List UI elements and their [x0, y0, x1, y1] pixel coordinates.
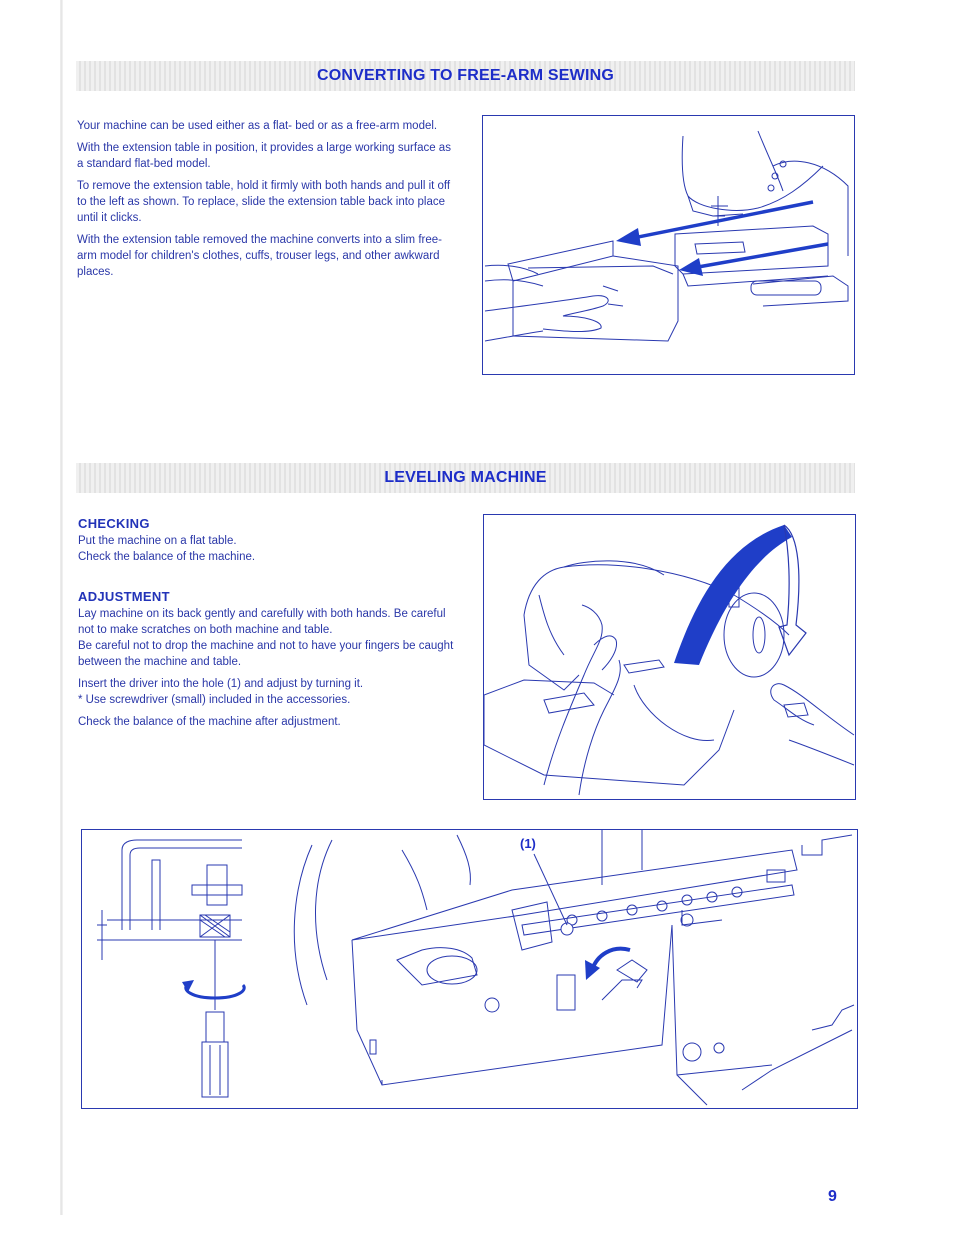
paragraph: With the extension table in position, it… [77, 142, 451, 170]
section-title: LEVELING MACHINE [384, 469, 547, 486]
adjustment-paragraph: Insert the driver into the hole (1) and … [78, 678, 364, 690]
lay-machine-illustration [484, 524, 855, 796]
figure-remove-extension-table [482, 115, 855, 375]
leveling-instructions: CHECKING Put the machine on a flat table… [78, 516, 456, 736]
figure-adjustment-detail: (1) [81, 829, 858, 1109]
figure-lay-machine-back [483, 514, 856, 800]
paragraph: With the extension table removed the mac… [77, 234, 442, 278]
section-title: CONVERTING TO FREE-ARM SEWING [316, 67, 615, 84]
hole-callout-label: (1) [520, 836, 536, 851]
adjustment-paragraph: Lay machine on its back gently and caref… [78, 608, 446, 636]
paragraph: To remove the extension table, hold it f… [77, 180, 451, 224]
section-header-leveling: LEVELING MACHINE [76, 463, 855, 493]
adjustment-paragraph: Be careful not to drop the machine and n… [78, 640, 454, 668]
adjustment-paragraph: Check the balance of the machine after a… [78, 716, 341, 728]
binding-edge [60, 0, 63, 1215]
page-number: 9 [828, 1188, 837, 1205]
extension-table-illustration [484, 130, 849, 342]
adjustment-note: * Use screwdriver (small) included in th… [78, 694, 351, 706]
adjustment-heading: ADJUSTMENT [78, 589, 170, 604]
checking-line: Put the machine on a flat table. [78, 535, 237, 547]
adjustment-illustration: (1) [97, 830, 855, 1106]
free-arm-instructions: Your machine can be used either as a fla… [77, 118, 452, 286]
checking-line: Check the balance of the machine. [78, 551, 256, 563]
section-header-free-arm: CONVERTING TO FREE-ARM SEWING [76, 61, 855, 91]
paragraph: Your machine can be used either as a fla… [77, 120, 438, 132]
checking-heading: CHECKING [78, 516, 150, 531]
